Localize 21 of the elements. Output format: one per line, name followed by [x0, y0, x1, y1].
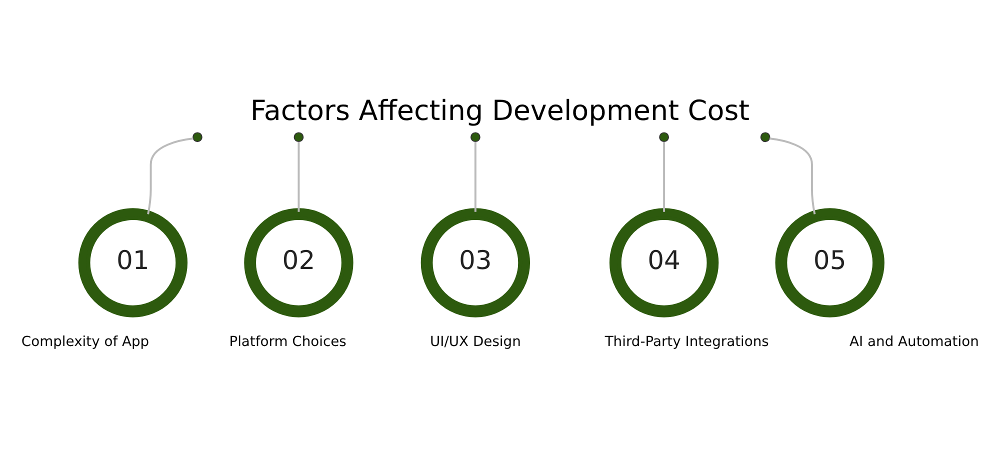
- node-circle: [659, 132, 670, 142]
- node-circle: 01: [78, 208, 188, 318]
- node-circle: 05: [775, 208, 884, 318]
- node-label: Complexity of App: [21, 334, 150, 350]
- connector: [147, 138, 194, 214]
- node-circle: [294, 132, 304, 142]
- node-label: Platform Choices: [229, 334, 346, 350]
- node-circle: 02: [244, 208, 354, 318]
- connector: [474, 142, 476, 212]
- connector: [298, 142, 300, 212]
- node-circle: [760, 132, 770, 142]
- connector: [663, 142, 666, 212]
- node-circle: 03: [420, 208, 530, 318]
- node-circle: [470, 132, 480, 142]
- diagram-title: Factors Affecting Development Cost: [250, 94, 750, 128]
- node-label: UI/UX Design: [430, 334, 521, 350]
- node-label: AI and Automation: [850, 334, 979, 350]
- connector: [770, 138, 816, 214]
- node-circle: [192, 132, 202, 142]
- node-circle: 04: [609, 208, 719, 318]
- node-label: Third-Party Integrations: [604, 334, 769, 350]
